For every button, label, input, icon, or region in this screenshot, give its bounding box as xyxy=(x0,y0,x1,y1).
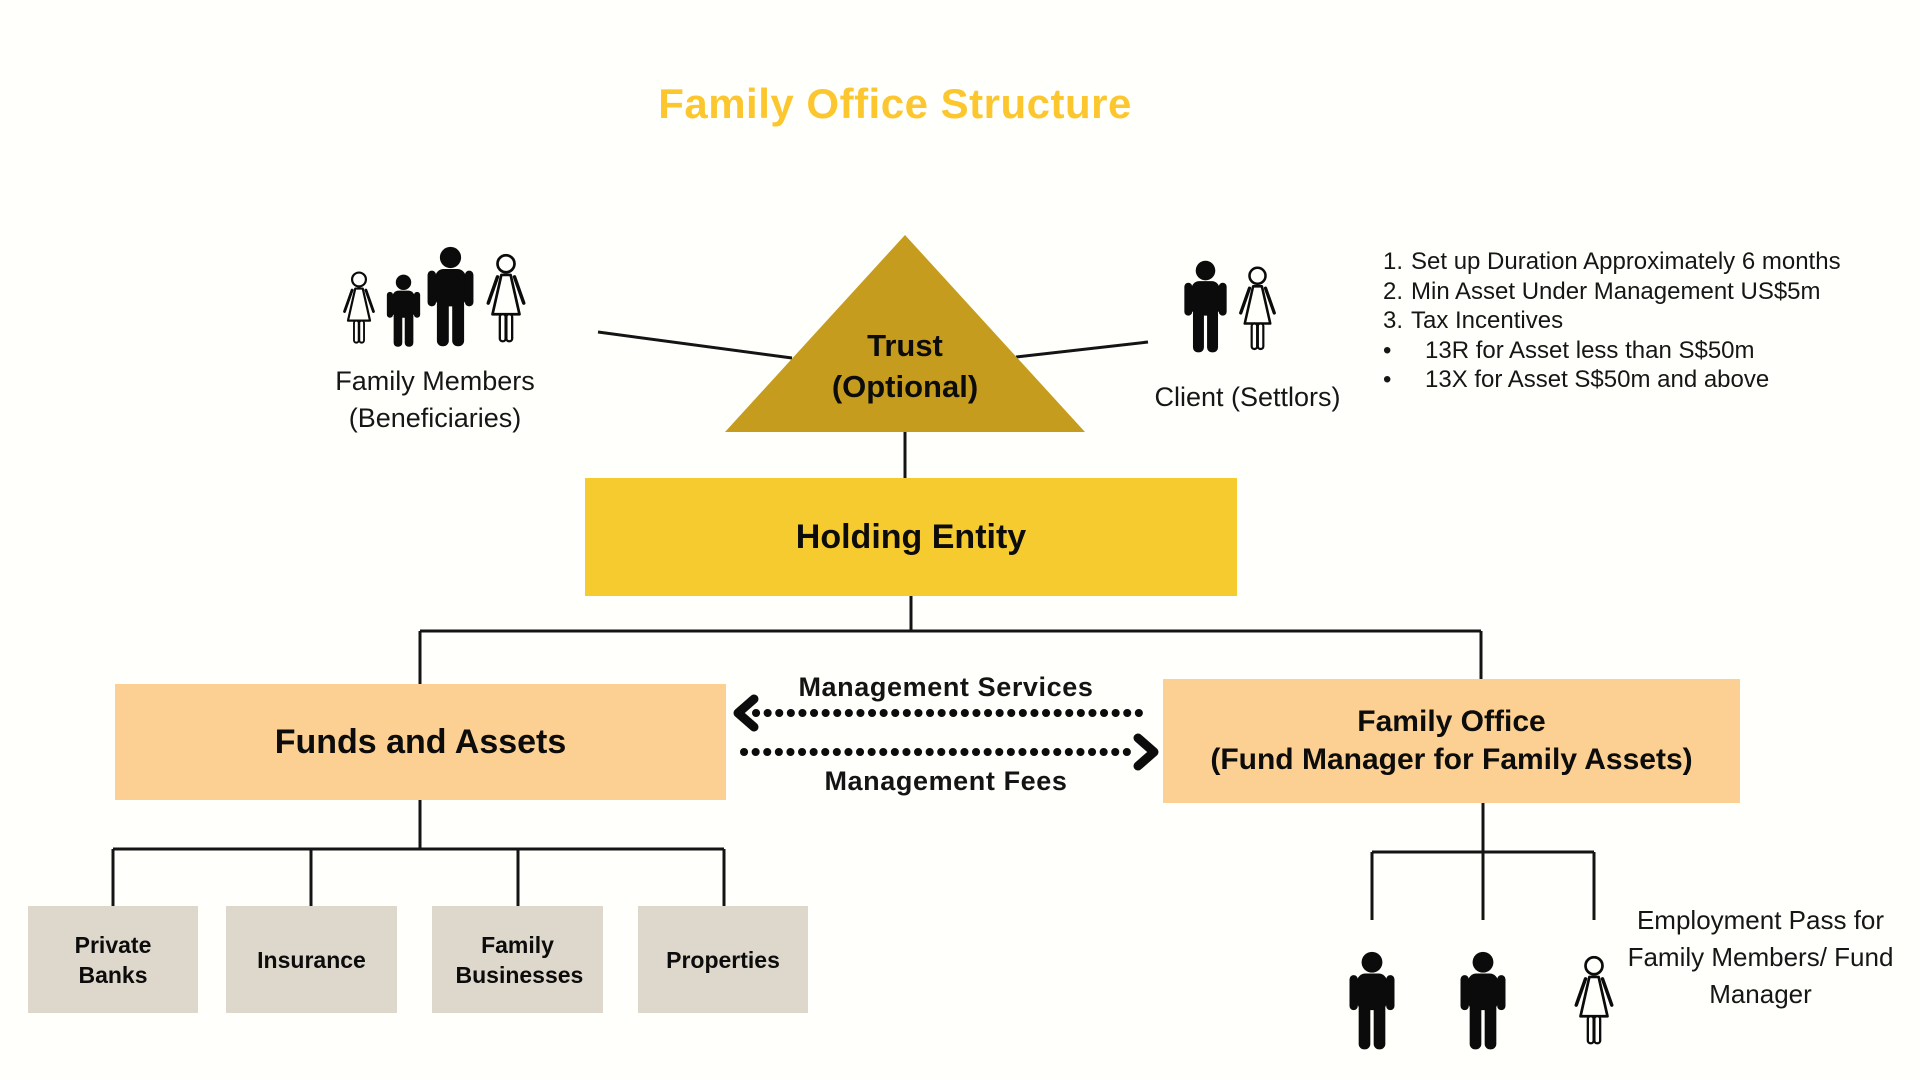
employment-pass-line3: Manager xyxy=(1709,979,1812,1009)
note-item: 1. Set up Duration Approximately 6 month… xyxy=(1383,247,1903,277)
family-members-label-line1: Family Members xyxy=(335,366,535,396)
employment-pass-note: Employment Pass for Family Members/ Fund… xyxy=(1618,902,1903,1013)
employment-pass-line2: Family Members/ Fund xyxy=(1627,942,1894,972)
asset-node-private-banks: Private Banks xyxy=(28,906,198,1013)
asset-label: Family Businesses xyxy=(455,931,584,988)
note-item: 3. Tax Incentives xyxy=(1383,306,1903,336)
family-office-label-line2: (Fund Manager for Family Assets) xyxy=(1210,743,1693,776)
employment-pass-people-icon xyxy=(1330,944,1630,1058)
note-item: • 13R for Asset less than S$50m xyxy=(1383,336,1903,366)
asset-label: Properties xyxy=(666,946,780,973)
funds-and-assets-node: Funds and Assets xyxy=(115,684,726,800)
family-members-icon xyxy=(335,246,535,348)
note-bullet-icon: • xyxy=(1383,336,1392,364)
note-bullet-icon: • xyxy=(1383,366,1392,393)
holding-entity-node: Holding Entity xyxy=(585,478,1237,596)
management-fees-label: Management Fees xyxy=(824,766,1068,796)
trust-label-line2: (Optional) xyxy=(831,369,979,404)
trust-node-label: Trust (Optional) xyxy=(755,325,1055,407)
client-settlors-icon xyxy=(1180,260,1295,355)
management-fees-arrow xyxy=(740,733,1159,771)
asset-node-family-businesses: Family Businesses xyxy=(432,906,603,1013)
employment-pass-line1: Employment Pass for xyxy=(1636,905,1885,935)
note-text: 13R for Asset less than S$50m xyxy=(1425,336,1755,364)
trust-label-line1: Trust xyxy=(867,328,943,363)
setup-notes-list: 1. Set up Duration Approximately 6 month… xyxy=(1383,247,1903,395)
arrowhead-right-icon xyxy=(1133,733,1159,771)
note-marker: 1. xyxy=(1383,248,1404,275)
note-item: • 13X for Asset S$50m and above xyxy=(1383,365,1903,395)
note-text: Tax Incentives xyxy=(1411,307,1564,334)
arrowhead-left-icon xyxy=(733,694,759,732)
asset-label: Insurance xyxy=(257,946,366,973)
note-item: 2. Min Asset Under Management US$5m xyxy=(1383,277,1903,307)
family-members-label: Family Members (Beneficiaries) xyxy=(290,363,580,437)
management-services-label: Management Services xyxy=(798,672,1094,702)
note-text: Min Asset Under Management US$5m xyxy=(1411,277,1821,305)
asset-node-properties: Properties xyxy=(638,906,808,1013)
family-office-label-line1: Family Office xyxy=(1357,705,1546,738)
family-members-label-line2: (Beneficiaries) xyxy=(348,403,522,433)
note-text: 13X for Asset S$50m and above xyxy=(1425,366,1770,393)
note-marker: 2. xyxy=(1383,277,1404,305)
management-services-arrow xyxy=(733,694,1154,732)
client-settlors-label: Client (Settlors) xyxy=(1154,382,1341,412)
note-text: Set up Duration Approximately 6 months xyxy=(1411,248,1841,275)
asset-label: Private Banks xyxy=(74,931,152,988)
asset-node-insurance: Insurance xyxy=(226,906,397,1013)
family-office-node: Family Office (Fund Manager for Family A… xyxy=(1163,679,1740,803)
note-marker: 3. xyxy=(1383,307,1404,334)
page-title: Family Office Structure xyxy=(658,80,1132,127)
